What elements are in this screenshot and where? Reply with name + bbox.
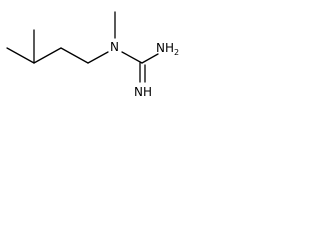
bond-ch2-ch2 <box>60 47 89 64</box>
nitrogen-label: N <box>110 40 119 54</box>
amine-subscript: 2 <box>174 48 179 57</box>
bond-ch2-n <box>87 51 109 64</box>
amine-label: NH <box>156 41 174 55</box>
skeletal-formula: N NH 2 NH <box>6 11 179 99</box>
imine-label: NH <box>134 85 152 99</box>
bond-n-c <box>121 51 143 64</box>
chemical-structure-canvas: N NH 2 NH <box>0 0 182 102</box>
bond-c-nh2 <box>141 53 159 64</box>
bond-methyl-left <box>6 47 35 64</box>
bond-ch-ch2 <box>33 47 62 64</box>
